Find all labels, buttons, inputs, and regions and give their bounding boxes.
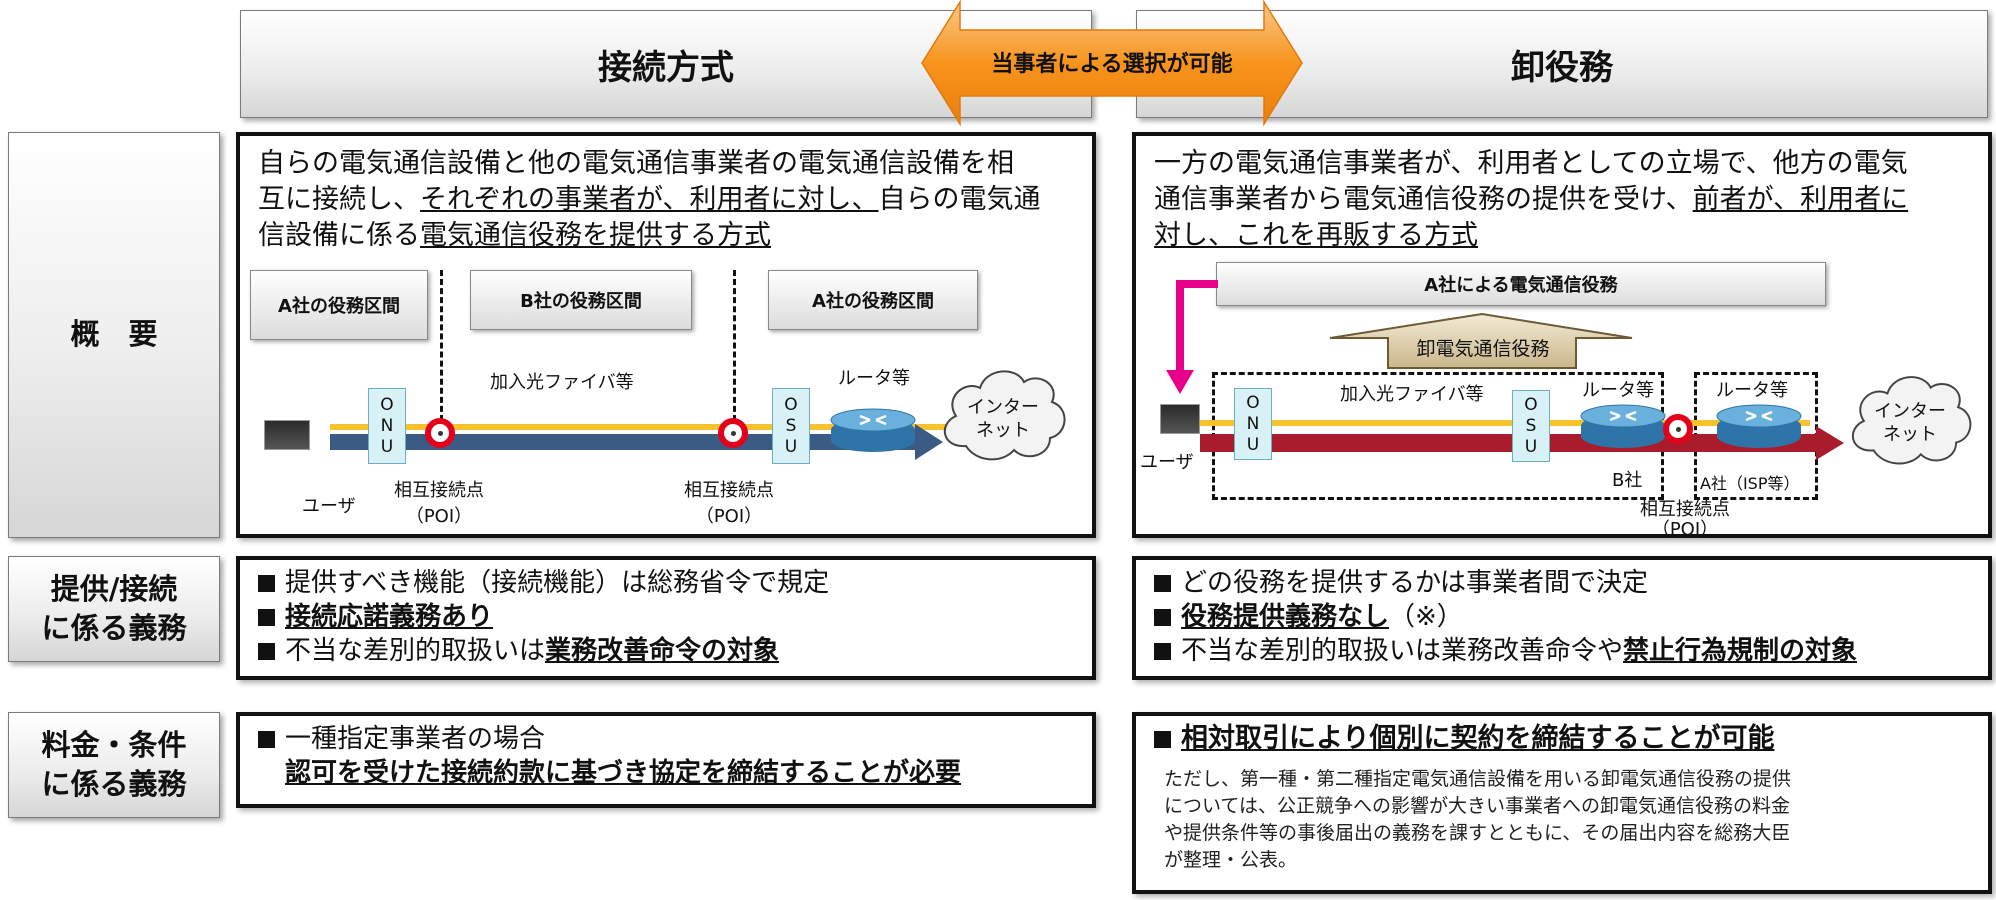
right-poi-label: 相互接続点（POI） xyxy=(1640,499,1730,540)
left-desc-part2: 互に接続し、 xyxy=(258,184,420,215)
left-poi-label-2: 相互接続点（POI） xyxy=(684,480,774,527)
left-line-arrowhead-icon xyxy=(915,424,943,460)
left-obligation-3: 不当な差別的取扱いは業務改善命令の対象 xyxy=(258,634,829,668)
left-user-terminal-icon xyxy=(264,420,310,450)
left-router-label: ルータ等 xyxy=(838,368,910,389)
right-router-a-icon xyxy=(1716,404,1802,448)
header-right-title: 卸役務 xyxy=(1511,47,1613,88)
zone-a-left: A社の役務区間 xyxy=(250,270,428,340)
right-desc-part3: 前者が、利用者に xyxy=(1692,184,1909,215)
user-pointer-line-h xyxy=(1176,280,1218,288)
zone-b: B社の役務区間 xyxy=(470,270,692,330)
right-user-label: ユーザ xyxy=(1140,452,1194,473)
header-wholesale: 卸役務 xyxy=(1136,10,1988,118)
right-obligation-3: 不当な差別的取扱いは業務改善命令や禁止行為規制の対象 xyxy=(1154,634,1857,668)
right-poi-marker xyxy=(1663,414,1693,444)
right-b-company-label: B社 xyxy=(1612,470,1643,491)
left-fee-content: 一種指定事業者の場合 認可を受けた接続約款に基づき協定を締結することが必要 xyxy=(258,722,961,790)
left-desc-line1: 自らの電気通信設備と他の電気通信事業者の電気通信設備を相 xyxy=(258,148,1014,179)
right-internet-label: インターネット xyxy=(1874,401,1946,445)
left-router-icon xyxy=(830,408,916,452)
right-fee-note: ただし、第一種・第二種指定電気通信設備を用いる卸電気通信役務の提供 については、… xyxy=(1164,768,1792,871)
double-arrow-icon xyxy=(921,0,1303,126)
wholesale-label: 卸電気通信役務 xyxy=(1416,338,1550,360)
left-poi-label-1: 相互接続点（POI） xyxy=(394,480,484,527)
left-desc-part3: それぞれの事業者が、利用者に対し、 xyxy=(420,184,879,215)
left-fee-panel xyxy=(236,712,1096,808)
left-obligation-1: 提供すべき機能（接続機能）は総務省令で規定 xyxy=(258,566,829,600)
right-fiber-label: 加入光ファイバ等 xyxy=(1340,384,1484,405)
right-service-line xyxy=(1200,434,1820,452)
right-line-arrowhead-icon xyxy=(1816,426,1844,460)
left-obligations-panel xyxy=(236,556,1096,680)
row-label-fee-line1: 料金・条件 xyxy=(41,727,187,762)
right-desc-part2: 通信事業者から電気通信役務の提供を受け、 xyxy=(1154,184,1693,215)
left-fiber-label: 加入光ファイバ等 xyxy=(490,372,634,393)
right-router-label-b: ルータ等 xyxy=(1582,380,1654,401)
right-fee-panel xyxy=(1132,712,1992,894)
row-label-obligation: 提供/接続 に係る義務 xyxy=(8,556,220,662)
zone-a-right: A社の役務区間 xyxy=(768,270,978,330)
left-boundary-1 xyxy=(440,270,443,430)
left-desc-part5: 信設備に係る xyxy=(258,220,420,251)
right-obligation-1: どの役務を提供するかは事業者間で決定 xyxy=(1154,566,1857,600)
left-poi-marker-2 xyxy=(718,418,748,448)
left-fee-line2: 認可を受けた接続約款に基づき協定を締結することが必要 xyxy=(285,758,962,788)
right-router-b-icon xyxy=(1580,404,1666,448)
right-description: 一方の電気通信事業者が、利用者としての立場で、他方の電気 通信事業者から電気通信… xyxy=(1154,146,1984,254)
row-label-obligation-line2: に係る義務 xyxy=(41,611,187,645)
left-desc-part6: 電気通信役務を提供する方式 xyxy=(420,220,771,251)
row-label-overview: 概 要 xyxy=(8,132,220,538)
right-router-label-a: ルータ等 xyxy=(1716,380,1788,401)
left-internet-cloud-icon xyxy=(943,370,1066,461)
row-label-obligation-line1: 提供/接続 xyxy=(50,571,178,606)
left-internet-label: インターネット xyxy=(967,397,1039,441)
row-label-fee-line2: に係る義務 xyxy=(41,767,187,801)
right-a-company-label: A社（ISP等） xyxy=(1700,474,1800,493)
a-company-service-box: A社による電気通信役務 xyxy=(1216,262,1826,306)
left-description: 自らの電気通信設備と他の電気通信事業者の電気通信設備を相 互に接続し、それぞれの… xyxy=(258,146,1088,254)
left-user-label: ユーザ xyxy=(302,496,356,517)
header-left-title: 接続方式 xyxy=(598,47,734,88)
right-fiber-line xyxy=(1200,420,1810,426)
right-desc-part4: 対し、これを再販する方式 xyxy=(1154,220,1478,251)
right-obligations-list: どの役務を提供するかは事業者間で決定 役務提供義務なし（※） 不当な差別的取扱い… xyxy=(1154,566,1857,668)
left-obligation-2: 接続応諾義務あり xyxy=(258,600,829,634)
right-obligations-panel xyxy=(1132,556,1992,680)
right-fee-line1: 相対取引により個別に契約を締結することが可能 xyxy=(1154,722,1791,756)
right-desc-line1: 一方の電気通信事業者が、利用者としての立場で、他方の電気 xyxy=(1154,148,1908,179)
right-obligation-2: 役務提供義務なし（※） xyxy=(1154,600,1857,634)
right-user-terminal-icon xyxy=(1160,404,1200,434)
arrow-label: 当事者による選択が可能 xyxy=(991,52,1233,77)
left-boundary-2 xyxy=(733,270,736,430)
user-pointer-arrowhead-icon xyxy=(1166,370,1194,394)
user-pointer-line-v xyxy=(1176,280,1184,376)
left-fee-line1: 一種指定事業者の場合 xyxy=(258,722,961,756)
row-label-overview-text: 概 要 xyxy=(70,317,158,352)
left-poi-marker-1 xyxy=(425,418,455,448)
left-fiber-line xyxy=(330,424,970,430)
row-label-fee: 料金・条件 に係る義務 xyxy=(8,712,220,818)
right-fee-content: 相対取引により個別に契約を締結することが可能 ただし、第一種・第二種指定電気通信… xyxy=(1154,722,1791,874)
wholesale-up-arrow-icon xyxy=(1330,312,1633,369)
right-internet-cloud-icon xyxy=(1851,376,1972,465)
left-desc-part4: 自らの電気通 xyxy=(878,184,1041,215)
left-obligations-list: 提供すべき機能（接続機能）は総務省令で規定 接続応諾義務あり 不当な差別的取扱い… xyxy=(258,566,829,668)
